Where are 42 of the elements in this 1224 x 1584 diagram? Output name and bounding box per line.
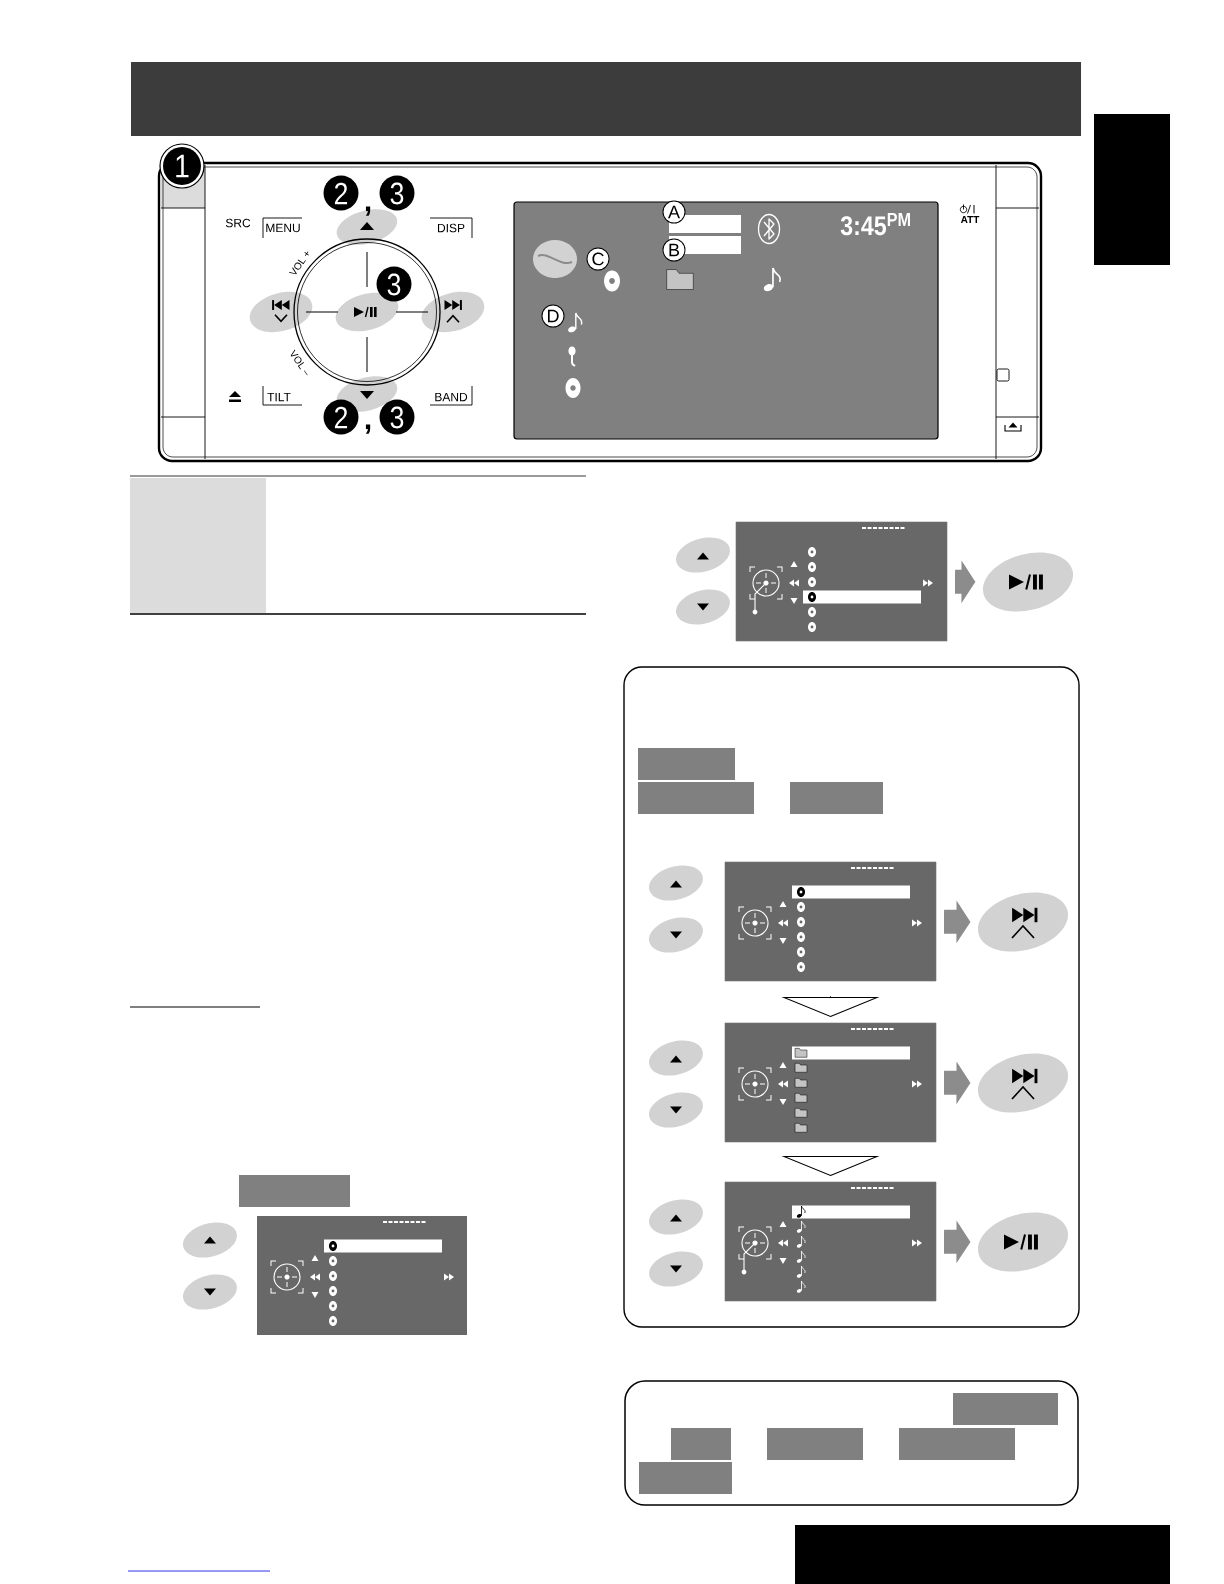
shaded-box [130,478,266,613]
shaded-block [953,1393,1058,1425]
key-label: MENU [262,217,303,239]
note-box [624,1380,1079,1506]
shaded-block [767,1428,863,1460]
key-label: BAND [429,385,473,406]
menu-screen [724,861,937,982]
callout-number: 3 [379,175,415,211]
control-label: SRC [225,218,251,228]
callout-number: 2 [323,399,359,435]
chevron-arrow [783,995,878,1017]
next-button [978,892,1068,952]
separator-comma: , [365,206,371,216]
callout-letter: A [662,200,686,224]
menu-screen [735,521,948,642]
volume-label: VOL + [289,251,309,275]
callout-letter: B [662,238,686,262]
clock-readout: 3:45$^{PM}$ [840,212,910,236]
callout-number: 1 [159,143,205,189]
shaded-block [638,748,735,780]
shaded-block [671,1428,731,1460]
key-label: TILT [262,385,303,406]
key-label: DISP [429,217,473,239]
shaded-block [638,782,754,814]
play-pause-button [978,1212,1068,1272]
callout-number: 2 [323,175,359,211]
separator-comma: , [365,424,371,434]
shaded-block [790,782,883,814]
shaded-block [239,1175,350,1207]
side-tab [1094,114,1170,265]
callout-number: 3 [376,266,412,302]
callout-letter: D [541,304,565,328]
key-label: ATT [960,216,980,223]
shaded-block [899,1428,1015,1460]
callout-number: 3 [379,399,415,435]
callout-letter: C [586,247,610,271]
chevron-arrow [783,1155,878,1176]
rounded-panel [623,666,1080,1328]
menu-screen [724,1181,937,1302]
play-pause-button [983,552,1073,612]
shaded-block [639,1462,732,1494]
next-button [978,1053,1068,1113]
